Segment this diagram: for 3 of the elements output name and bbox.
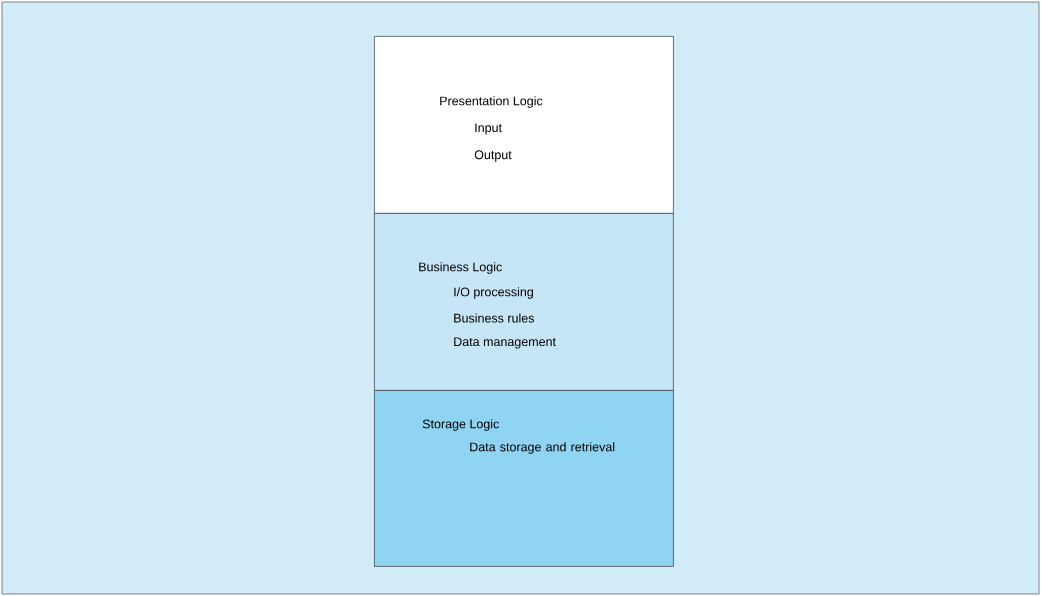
layer-box: Business Logic I/O processing Business rules Data management xyxy=(374,213,674,391)
layer-box: Storage Logic Data storage and retrieval xyxy=(374,390,674,567)
layer-box: Presentation Logic Input Output xyxy=(374,36,674,214)
